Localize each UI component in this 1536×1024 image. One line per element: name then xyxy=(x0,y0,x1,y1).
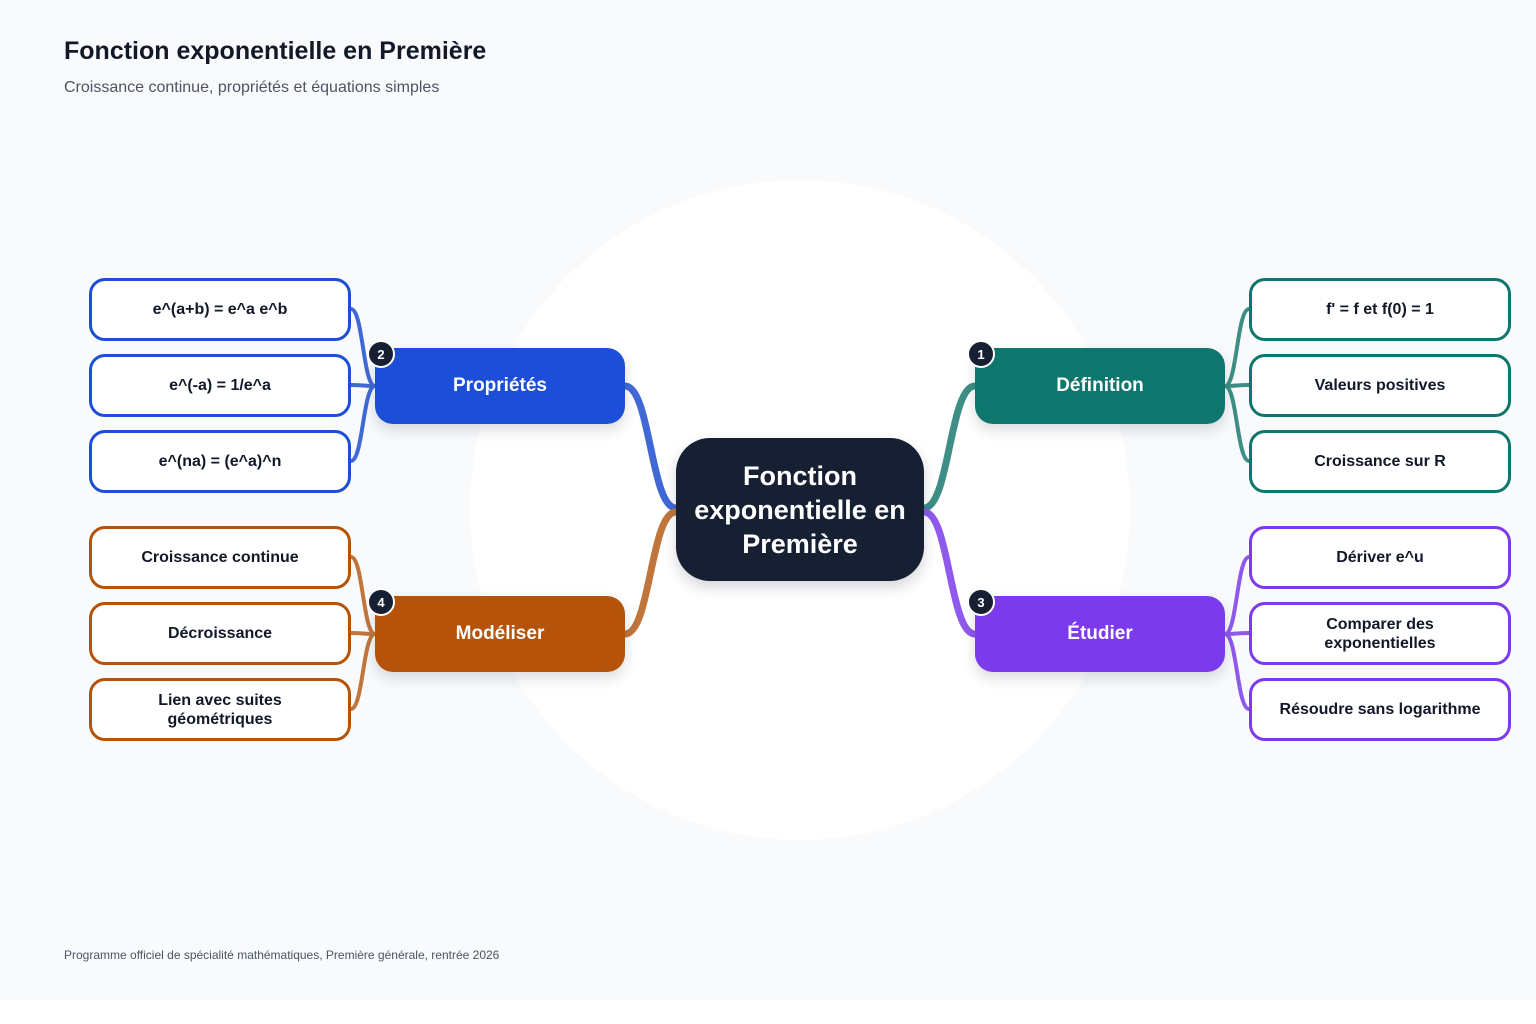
canvas: Fonction exponentielle en Première Crois… xyxy=(64,37,1511,962)
branch-proprietes[interactable]: 2 Propriétés xyxy=(367,340,625,424)
connector-branch-to-leaf xyxy=(349,384,377,463)
leaf-proprietes-2[interactable]: e^(-a) = 1/e^a xyxy=(89,354,351,417)
leaf-definition-2[interactable]: Valeurs positives xyxy=(1249,354,1511,417)
branch-number-badge: 1 xyxy=(967,340,995,368)
branch-number-badge: 4 xyxy=(367,588,395,616)
branch-number-badge: 2 xyxy=(367,340,395,368)
leaf-etudier-1[interactable]: Dériver e^u xyxy=(1249,526,1511,589)
connector-branch-to-leaf xyxy=(1223,307,1251,388)
leaf-modeliser-3[interactable]: Lien avec suites géométriques xyxy=(89,678,351,741)
connector-branch-to-leaf xyxy=(1223,384,1251,463)
central-topic[interactable]: Fonction exponentielle en Première xyxy=(676,438,924,581)
connector-branch-to-leaf xyxy=(349,307,377,388)
branch-definition[interactable]: 1 Définition xyxy=(967,340,1225,424)
leaf-proprietes-1[interactable]: e^(a+b) = e^a e^b xyxy=(89,278,351,341)
leaf-etudier-3[interactable]: Résoudre sans logarithme xyxy=(1249,678,1511,741)
branch-label: Propriétés xyxy=(453,375,547,396)
connector-branch-to-leaf xyxy=(349,555,377,636)
leaf-definition-3[interactable]: Croissance sur R xyxy=(1249,430,1511,493)
leaf-proprietes-3[interactable]: e^(na) = (e^a)^n xyxy=(89,430,351,493)
branch-label: Étudier xyxy=(1067,623,1133,644)
connector-lines xyxy=(349,307,1251,711)
page-title: Fonction exponentielle en Première xyxy=(64,37,487,65)
page-subtitle: Croissance continue, propriétés et équat… xyxy=(64,79,440,96)
leaf-modeliser-2[interactable]: Décroissance xyxy=(89,602,351,665)
connector-center-to-branch xyxy=(621,508,680,638)
branch-etudier[interactable]: 3 Étudier xyxy=(967,588,1225,672)
connector-branch-to-leaf xyxy=(1223,555,1251,636)
branch-modeliser[interactable]: 4 Modéliser xyxy=(367,588,625,672)
branch-number-badge: 3 xyxy=(967,588,995,616)
connector-center-to-branch xyxy=(920,508,979,638)
connector-branch-to-leaf xyxy=(349,632,377,711)
leaf-modeliser-1[interactable]: Croissance continue xyxy=(89,526,351,589)
connector-branch-to-leaf xyxy=(1223,632,1251,711)
branch-label: Modéliser xyxy=(455,623,545,644)
connector-center-to-branch xyxy=(920,382,979,512)
leaf-etudier-2[interactable]: Comparer des exponentielles xyxy=(1249,602,1511,665)
connector-center-to-branch xyxy=(621,382,680,512)
leaf-definition-1[interactable]: f' = f et f(0) = 1 xyxy=(1249,278,1511,341)
footer-note: Programme officiel de spécialité mathéma… xyxy=(64,948,500,962)
branch-label: Définition xyxy=(1056,375,1144,396)
